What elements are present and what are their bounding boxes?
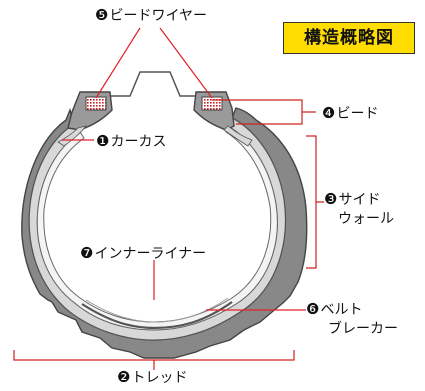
- label-tread-text: トレッド: [131, 370, 188, 386]
- label-side-wall-text: サイド: [338, 192, 381, 208]
- label-belt-breaker-line2: ブレーカー: [328, 321, 398, 337]
- label-side-wall: ❸サイド: [324, 190, 380, 209]
- number-3: ❸: [324, 190, 338, 208]
- label-carcass: ❶カーカス: [96, 132, 166, 151]
- rim-outline: [82, 71, 226, 97]
- label-bead-wire-text: ビードワイヤー: [109, 8, 208, 24]
- diagram-title-badge: 構造概略図: [283, 22, 415, 54]
- label-bead-wire: ❺ビードワイヤー: [95, 6, 207, 25]
- number-1: ❶: [96, 132, 110, 150]
- bead-wire-right: [201, 96, 223, 111]
- label-carcass-text: カーカス: [110, 134, 167, 150]
- leader-bead-wire-right: [159, 27, 213, 99]
- label-bead-text: ビード: [336, 106, 379, 122]
- side-wall-bracket: [306, 135, 324, 269]
- number-7: ❼: [80, 244, 94, 262]
- label-side-wall-line2: ウォール: [338, 211, 394, 227]
- number-4: ❹: [322, 104, 336, 122]
- number-5: ❺: [95, 6, 109, 24]
- number-2: ❷: [117, 368, 131, 386]
- label-inner-liner: ❼インナーライナー: [80, 244, 206, 263]
- label-bead: ❹ビード: [322, 104, 378, 123]
- tread-bracket: [13, 350, 295, 370]
- leader-bead-wire-left: [95, 27, 141, 99]
- label-inner-liner-text: インナーライナー: [94, 246, 207, 262]
- belt-breaker-layer: [81, 301, 233, 330]
- bead-bracket: [212, 99, 316, 125]
- belt-breaker-layer-inner: [85, 297, 229, 323]
- inner-liner: [36, 125, 278, 331]
- bead-right-ply-wrap: [223, 125, 253, 147]
- number-6: ❻: [306, 300, 320, 318]
- bead-wire-left: [85, 96, 107, 111]
- bead-left-ply-wrap: [57, 125, 87, 147]
- label-belt-breaker: ❻ベルト: [306, 300, 362, 319]
- label-belt-breaker-text: ベルト: [320, 302, 363, 318]
- label-tread: ❷トレッド: [117, 368, 187, 387]
